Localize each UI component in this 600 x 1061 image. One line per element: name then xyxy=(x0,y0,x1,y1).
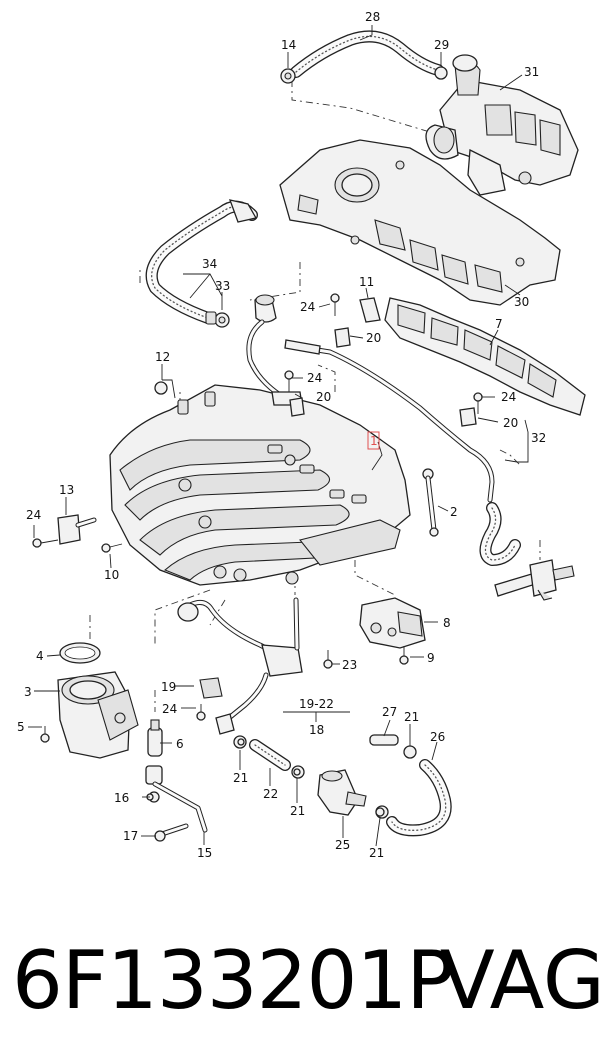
callout-16: 16 xyxy=(114,791,129,805)
intake-manifold-part xyxy=(109,384,411,586)
callout-13: 13 xyxy=(59,483,74,497)
callout-22: 22 xyxy=(263,787,278,801)
callout-24-e: 24 xyxy=(162,702,177,716)
callout-7: 7 xyxy=(495,317,503,331)
solenoid-valve-part xyxy=(317,769,367,816)
callout-labels: 28 14 29 31 30 7 34 33 11 24 20 12 24 20… xyxy=(17,10,546,860)
parts-exploded-diagram: 28 14 29 31 30 7 34 33 11 24 20 12 24 20… xyxy=(17,10,586,860)
callout-26: 26 xyxy=(430,730,445,744)
callout-34: 34 xyxy=(202,257,217,271)
fasteners-part xyxy=(32,293,483,817)
callout-31: 31 xyxy=(524,65,539,79)
callout-21-a: 21 xyxy=(404,710,419,724)
callout-23: 23 xyxy=(342,658,357,672)
egr-pipe-part xyxy=(177,597,303,735)
callout-20-c: 20 xyxy=(503,416,518,430)
callout-21-b: 21 xyxy=(233,771,248,785)
callout-1-highlight xyxy=(367,431,380,450)
callout-2: 2 xyxy=(450,505,458,519)
breather-hose-part xyxy=(280,30,448,84)
callout-30: 30 xyxy=(514,295,529,309)
callout-33: 33 xyxy=(215,279,230,293)
callout-29: 29 xyxy=(434,38,449,52)
callout-21-c: 21 xyxy=(290,804,305,818)
callout-24-a: 24 xyxy=(300,300,315,314)
callout-17: 17 xyxy=(123,829,138,843)
brand-name: VAG xyxy=(440,934,600,1027)
callout-24-c: 24 xyxy=(501,390,516,404)
callout-5: 5 xyxy=(17,720,25,734)
part-number: 6F133201P xyxy=(12,934,455,1027)
bracket-part xyxy=(145,719,208,842)
actuator-motor-part xyxy=(359,597,426,649)
callout-9: 9 xyxy=(427,651,435,665)
callout-15: 15 xyxy=(197,846,212,860)
valve-cover-part xyxy=(279,139,561,306)
throttle-body-part xyxy=(57,642,139,759)
sensor-part xyxy=(57,514,97,545)
callout-19-22: 19-22 xyxy=(299,697,334,711)
vent-pipe-part xyxy=(246,294,575,601)
callout-11: 11 xyxy=(359,275,374,289)
gasket-part xyxy=(384,297,586,416)
vacuum-hose-part xyxy=(145,199,258,328)
callout-21-d: 21 xyxy=(369,846,384,860)
callout-32: 32 xyxy=(531,431,546,445)
callout-6: 6 xyxy=(176,737,184,751)
callout-19: 19 xyxy=(161,680,176,694)
callout-18: 18 xyxy=(309,723,324,737)
callout-12: 12 xyxy=(155,350,170,364)
callout-4: 4 xyxy=(36,649,44,663)
callout-8: 8 xyxy=(443,616,451,630)
callout-leader-lines xyxy=(28,25,529,847)
callout-24-b: 24 xyxy=(307,371,322,385)
turbocharger-manifold-part xyxy=(425,54,579,196)
callout-3: 3 xyxy=(24,685,32,699)
callout-25: 25 xyxy=(335,838,350,852)
callout-28: 28 xyxy=(365,10,380,24)
callout-1: 1 xyxy=(370,434,378,448)
callout-20-a: 20 xyxy=(366,331,381,345)
callout-10: 10 xyxy=(104,568,119,582)
callout-14: 14 xyxy=(281,38,296,52)
callout-20-b: 20 xyxy=(316,390,331,404)
callout-27: 27 xyxy=(382,705,397,719)
callout-24-d: 24 xyxy=(26,508,41,522)
actuator-rod-part xyxy=(422,468,439,537)
footer: 6F133201P VAG xyxy=(0,915,600,1045)
